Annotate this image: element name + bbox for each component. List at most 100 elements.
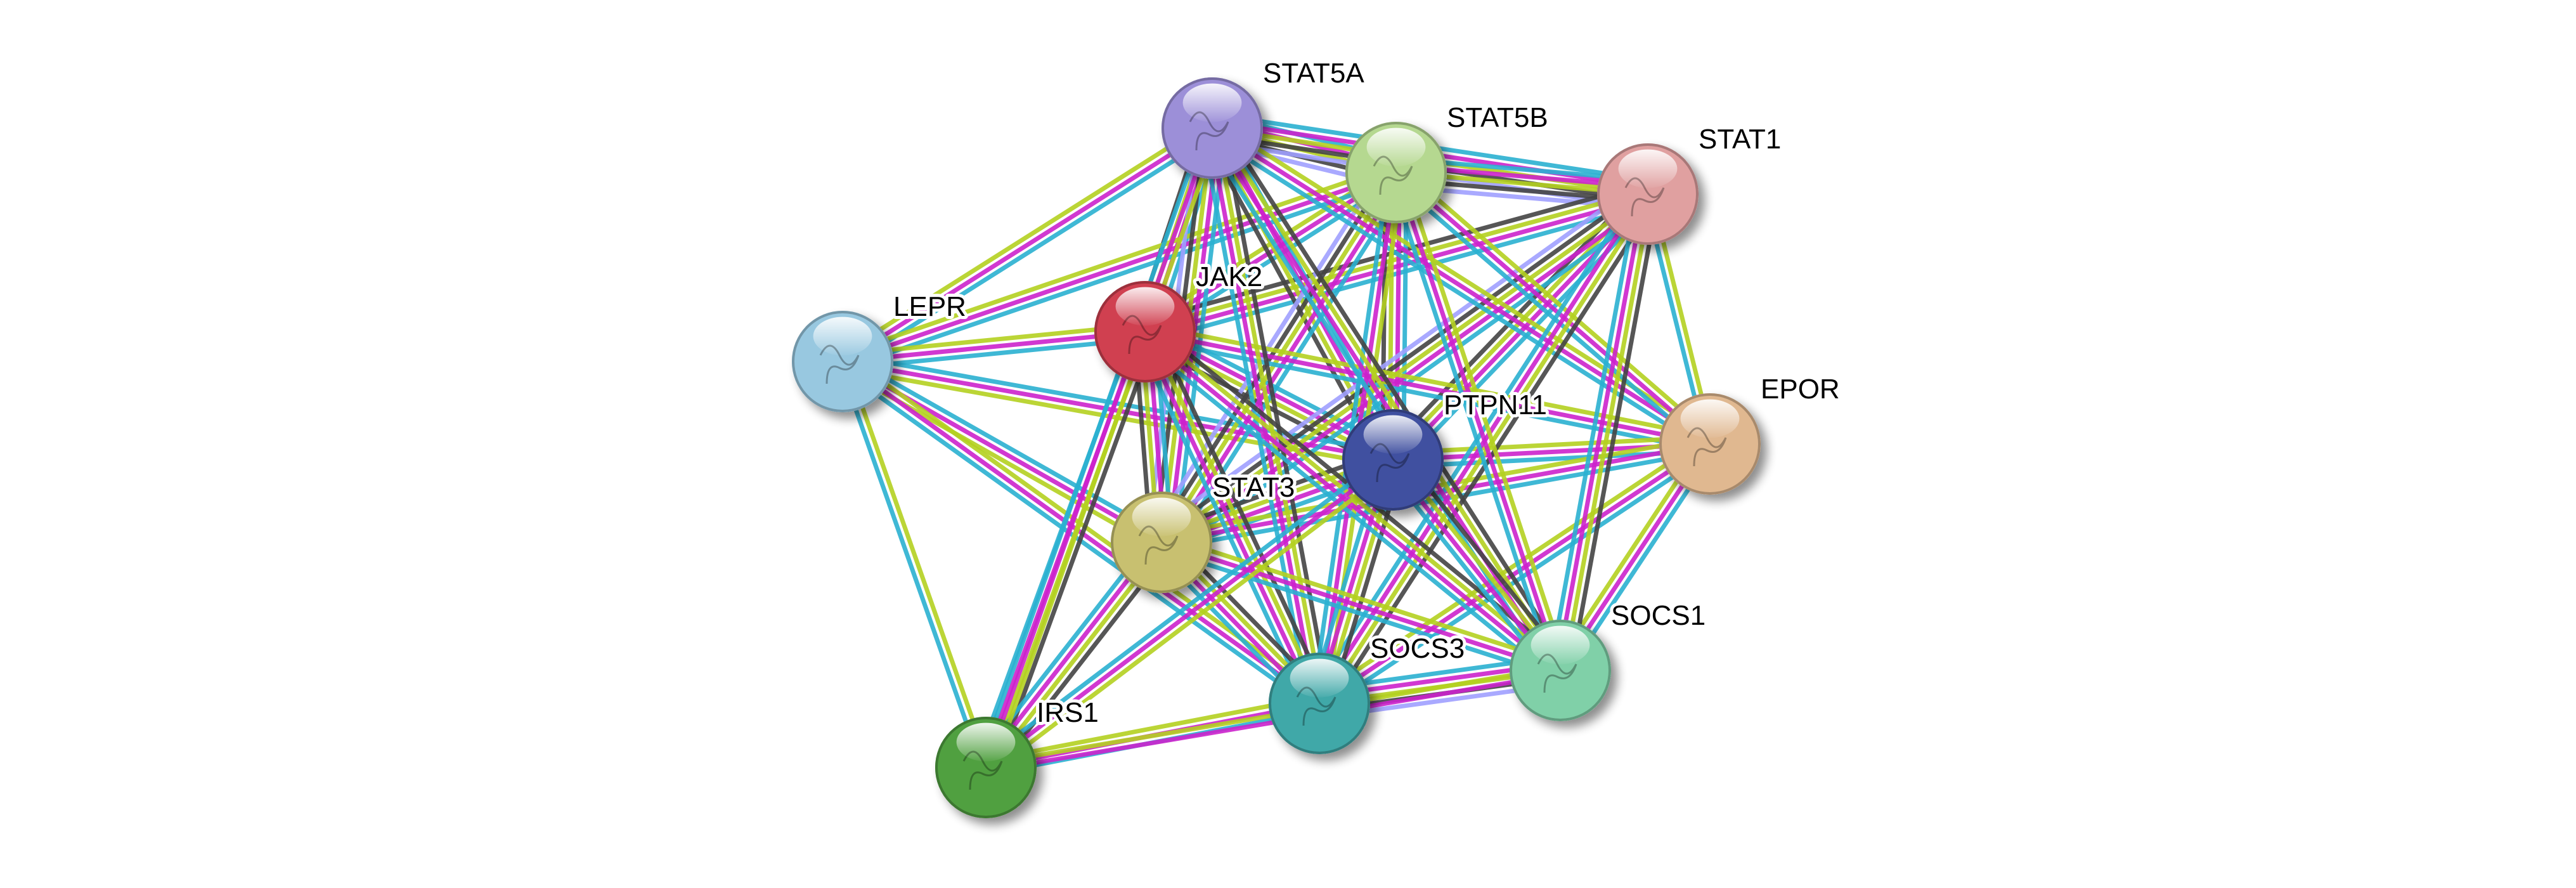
edge-line-textmining xyxy=(1163,533,1563,666)
edge-line-experimental xyxy=(1394,171,1563,672)
edge-irs1-lepr[interactable] xyxy=(837,360,992,769)
edge-line-database xyxy=(1390,176,1707,451)
node-rim xyxy=(792,311,893,412)
edge-line-coexpression xyxy=(1156,186,1645,539)
node-rim xyxy=(1162,77,1263,179)
edge-socs1-stat3[interactable] xyxy=(1158,533,1563,679)
edge-irs1-stat5a[interactable] xyxy=(977,125,1221,771)
protein-structure-icon xyxy=(1189,111,1229,151)
edge-line-textmining xyxy=(839,164,1395,357)
edge-line-textmining xyxy=(988,463,1399,775)
edge-line-experimental xyxy=(1211,126,1711,446)
node-label: IRS1 xyxy=(1037,697,1099,728)
edge-line-coexpression xyxy=(1568,195,1660,673)
edge-line-experimental xyxy=(1164,198,1654,550)
protein-structure-icon xyxy=(1373,155,1413,195)
node-stat3[interactable]: STAT3 xyxy=(1111,469,1298,593)
node-label: LEPR xyxy=(893,291,966,322)
edge-line-database xyxy=(1322,448,1716,712)
edge-line-database xyxy=(1158,547,1559,679)
edge-line-textmining xyxy=(984,694,1319,763)
edge-line-experimental xyxy=(841,170,1397,364)
node-rim xyxy=(1345,122,1447,223)
node-label: STAT5A xyxy=(1263,58,1364,89)
edge-line-coexpression xyxy=(1153,167,1392,540)
edge-line-database xyxy=(845,353,1167,539)
edge-line-textmining xyxy=(1399,166,1716,441)
protein-structure-icon xyxy=(962,750,1003,790)
edge-line-coexpression xyxy=(1152,326,1331,700)
edge-line-textmining xyxy=(1401,169,1569,669)
node-label: SOCS3 xyxy=(1370,633,1465,664)
node-highlight xyxy=(1182,83,1242,122)
node-label: STAT5B xyxy=(1447,102,1548,133)
node-rim xyxy=(935,717,1037,818)
edge-line-experimental xyxy=(1555,193,1647,670)
edge-line-experimental xyxy=(1207,129,1560,674)
edge-line-database xyxy=(1201,133,1554,677)
edge-line-textmining xyxy=(1561,194,1654,672)
edge-line-coexpression xyxy=(1219,121,1571,666)
edge-line-database xyxy=(837,362,985,769)
edge-irs1-ptpn11[interactable] xyxy=(980,452,1399,775)
edge-line-coexpression xyxy=(1220,126,1332,702)
edge-line-database xyxy=(980,452,1390,764)
protein-structure-icon xyxy=(1296,686,1337,726)
edge-line-database xyxy=(977,125,1208,766)
edge-line-textmining xyxy=(841,322,1145,357)
edge-stat5b-lepr[interactable] xyxy=(839,164,1399,370)
protein-structure-icon xyxy=(819,344,860,384)
edge-line-database xyxy=(1137,338,1555,681)
edge-line-textmining xyxy=(843,360,992,767)
node-epor[interactable]: EPOR xyxy=(1659,370,1843,495)
node-rim xyxy=(1659,393,1761,495)
edge-socs1-stat5b[interactable] xyxy=(1387,169,1569,674)
edge-socs3-jak2[interactable] xyxy=(1133,326,1331,709)
node-lepr[interactable]: LEPR xyxy=(792,288,969,412)
edge-line-textmining xyxy=(1314,436,1707,700)
edge-line-textmining xyxy=(838,120,1210,358)
node-socs3[interactable]: SOCS3 xyxy=(1269,630,1468,754)
node-stat5a[interactable]: STAT5A xyxy=(1162,55,1368,179)
node-stat5b[interactable]: STAT5B xyxy=(1345,99,1551,223)
node-label: JAK2 xyxy=(1196,261,1262,292)
node-socs1[interactable]: SOCS1 xyxy=(1510,597,1709,721)
edge-line-textmining xyxy=(1213,125,1565,670)
protein-structure-icon xyxy=(1537,653,1577,693)
edge-epor-stat5b[interactable] xyxy=(1390,166,1716,451)
node-highlight xyxy=(1618,149,1678,188)
protein-structure-icon xyxy=(1138,525,1179,565)
node-ptpn11[interactable]: PTPN11 xyxy=(1342,386,1550,511)
edge-line-textmining xyxy=(1213,127,1325,703)
protein-structure-icon xyxy=(1122,315,1162,355)
node-label: STAT3 xyxy=(1212,472,1295,503)
node-label: PTPN11 xyxy=(1444,389,1547,421)
node-label: EPOR xyxy=(1761,374,1840,405)
edge-line-experimental xyxy=(1139,332,1319,706)
edge-socs1-stat1[interactable] xyxy=(1548,192,1660,673)
edge-line-coexpression xyxy=(994,334,1157,772)
node-stat1[interactable]: STAT1 xyxy=(1597,121,1784,245)
node-rim xyxy=(1094,281,1196,382)
node-highlight xyxy=(1531,625,1590,665)
node-label: SOCS1 xyxy=(1611,600,1705,631)
node-highlight xyxy=(956,722,1016,762)
edge-line-textmining xyxy=(1160,192,1650,544)
node-label: STAT1 xyxy=(1699,124,1781,155)
node-rim xyxy=(1510,620,1611,721)
edge-line-coexpression xyxy=(1326,199,1659,710)
edge-line-database xyxy=(845,132,1217,370)
node-rim xyxy=(1597,143,1699,245)
protein-structure-icon xyxy=(1686,427,1727,467)
edge-line-database xyxy=(1133,335,1312,709)
protein-structure-icon xyxy=(1369,443,1410,483)
edge-line-experimental xyxy=(984,458,1395,769)
edge-line-database xyxy=(837,365,1317,711)
edge-epor-socs3[interactable] xyxy=(1314,436,1716,712)
node-jak2[interactable]: JAK2 xyxy=(1094,258,1265,382)
node-highlight xyxy=(1290,658,1349,698)
node-irs1[interactable]: IRS1 xyxy=(935,694,1102,818)
edge-socs1-stat5a[interactable] xyxy=(1201,121,1571,677)
edge-stat5a-lepr[interactable] xyxy=(838,120,1217,370)
